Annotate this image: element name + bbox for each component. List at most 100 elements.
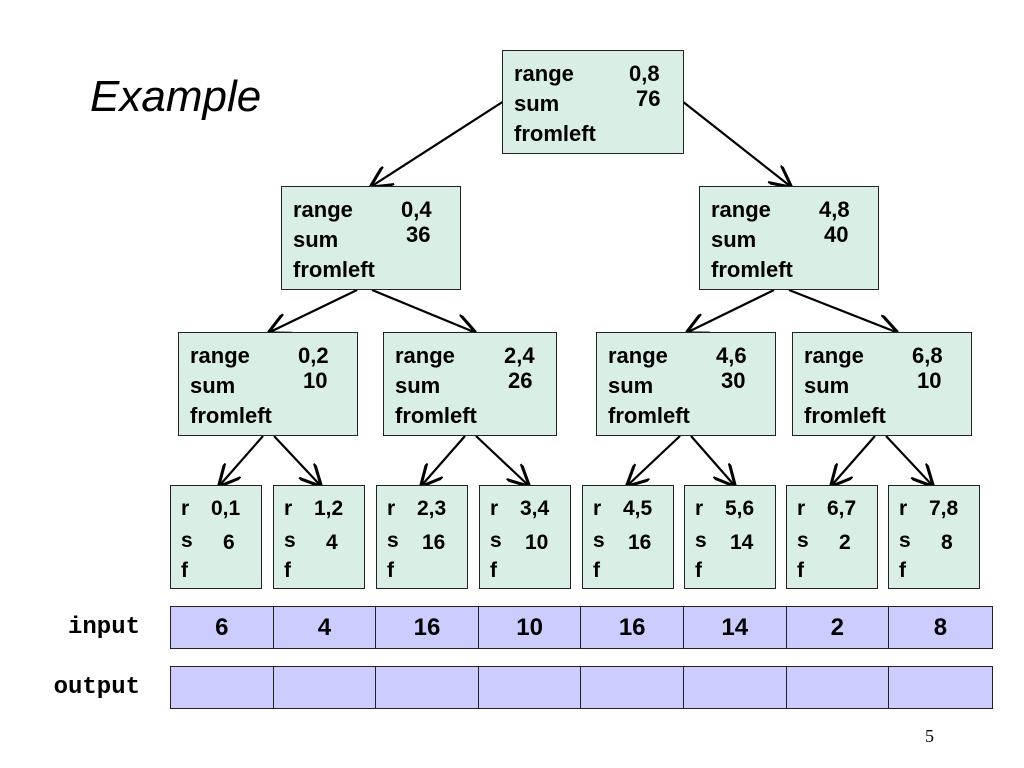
leaf-node-6-7: r s f 6,7 2 bbox=[786, 485, 878, 589]
f-label: f bbox=[797, 559, 804, 582]
output-cell bbox=[376, 667, 479, 708]
edge-04-02 bbox=[270, 289, 358, 332]
edge-02-01 bbox=[220, 435, 264, 485]
sum-value: 4 bbox=[326, 531, 338, 554]
input-cell: 4 bbox=[273, 607, 377, 648]
leaf-node-5-6: r s f 5,6 14 bbox=[684, 485, 776, 589]
sum-label: sum bbox=[190, 373, 236, 398]
sum-value: 30 bbox=[721, 368, 746, 393]
range-value: 4,5 bbox=[623, 497, 653, 520]
tree-node-root: range sum fromleft 0,8 76 bbox=[502, 50, 684, 154]
fromleft-label: fromleft bbox=[293, 257, 375, 282]
range-value: 4,6 bbox=[716, 343, 747, 368]
leaf-node-7-8: r s f 7,8 8 bbox=[888, 485, 980, 589]
output-label: output bbox=[53, 674, 140, 701]
output-array bbox=[170, 666, 993, 709]
sum-value: 10 bbox=[525, 531, 549, 554]
range-label: range bbox=[190, 343, 250, 368]
input-cell: 14 bbox=[683, 607, 787, 648]
edge-02-12 bbox=[273, 435, 320, 485]
s-label: s bbox=[387, 529, 399, 552]
fromleft-label: fromleft bbox=[804, 403, 886, 428]
sum-value: 6 bbox=[223, 531, 235, 554]
sum-value: 16 bbox=[628, 531, 652, 554]
tree-node-0-2: range sum fromleft 0,2 10 bbox=[178, 332, 358, 436]
input-cell: 16 bbox=[581, 607, 684, 648]
tree-node-0-4: range sum fromleft 0,4 36 bbox=[281, 186, 461, 290]
input-cell: 8 bbox=[889, 607, 992, 648]
r-label: r bbox=[899, 497, 908, 520]
range-value: 6,7 bbox=[827, 497, 857, 520]
output-cell bbox=[683, 667, 787, 708]
fromleft-label: fromleft bbox=[711, 257, 793, 282]
page-number: 5 bbox=[925, 726, 934, 746]
range-value: 7,8 bbox=[929, 497, 959, 520]
f-label: f bbox=[387, 559, 394, 582]
leaf-node-2-3: r s f 2,3 16 bbox=[376, 485, 468, 589]
f-label: f bbox=[284, 559, 291, 582]
s-label: s bbox=[284, 529, 296, 552]
range-value: 4,8 bbox=[819, 197, 850, 222]
edge-root-left bbox=[372, 100, 505, 186]
fromleft-label: fromleft bbox=[190, 403, 272, 428]
sum-label: sum bbox=[514, 91, 560, 116]
s-label: s bbox=[593, 529, 605, 552]
leaf-node-3-4: r s f 3,4 10 bbox=[479, 485, 571, 589]
range-value: 2,3 bbox=[417, 497, 447, 520]
sum-label: sum bbox=[711, 227, 757, 252]
edge-04-24 bbox=[371, 288, 474, 332]
input-cell: 10 bbox=[478, 607, 582, 648]
sum-value: 14 bbox=[730, 531, 754, 554]
input-cell: 2 bbox=[786, 607, 890, 648]
sum-value: 26 bbox=[508, 368, 533, 393]
fromleft-label: fromleft bbox=[608, 403, 690, 428]
sum-value: 10 bbox=[303, 368, 328, 393]
output-cell bbox=[786, 667, 890, 708]
sum-value: 36 bbox=[406, 222, 431, 247]
range-label: range bbox=[293, 197, 353, 222]
range-value: 0,4 bbox=[401, 197, 432, 222]
edge-root-right bbox=[681, 100, 790, 186]
input-cell: 16 bbox=[376, 607, 479, 648]
range-value: 0,2 bbox=[298, 343, 329, 368]
range-label: range bbox=[608, 343, 668, 368]
range-value: 5,6 bbox=[725, 497, 755, 520]
range-value: 0,8 bbox=[629, 61, 660, 86]
input-label: input bbox=[67, 614, 140, 641]
sum-value: 10 bbox=[917, 368, 942, 393]
r-label: r bbox=[695, 497, 704, 520]
leaf-node-1-2: r s f 1,2 4 bbox=[273, 485, 365, 589]
s-label: s bbox=[695, 529, 707, 552]
r-label: r bbox=[490, 497, 499, 520]
f-label: f bbox=[695, 559, 702, 582]
f-label: f bbox=[593, 559, 600, 582]
edge-24-34 bbox=[475, 435, 528, 485]
s-label: s bbox=[490, 529, 502, 552]
range-value: 6,8 bbox=[912, 343, 943, 368]
sum-value: 2 bbox=[839, 531, 851, 554]
s-label: s bbox=[797, 529, 809, 552]
slide-title: Example bbox=[90, 72, 262, 121]
sum-value: 8 bbox=[941, 531, 953, 554]
sum-label: sum bbox=[608, 373, 654, 398]
range-value: 2,4 bbox=[504, 343, 535, 368]
s-label: s bbox=[899, 529, 911, 552]
edge-24-23 bbox=[422, 435, 466, 485]
range-label: range bbox=[804, 343, 864, 368]
input-array: 6 4 16 10 16 14 2 8 bbox=[170, 606, 993, 649]
r-label: r bbox=[284, 497, 293, 520]
edge-68-67 bbox=[832, 435, 876, 485]
s-label: s bbox=[181, 529, 193, 552]
range-label: range bbox=[711, 197, 771, 222]
fromleft-label: fromleft bbox=[395, 403, 477, 428]
edge-68-78 bbox=[885, 435, 932, 485]
output-cell bbox=[171, 667, 274, 708]
sum-label: sum bbox=[395, 373, 441, 398]
r-label: r bbox=[593, 497, 602, 520]
output-cell bbox=[273, 667, 377, 708]
sum-label: sum bbox=[293, 227, 339, 252]
range-value: 3,4 bbox=[520, 497, 550, 520]
edge-48-68 bbox=[788, 288, 896, 332]
range-value: 1,2 bbox=[314, 497, 344, 520]
